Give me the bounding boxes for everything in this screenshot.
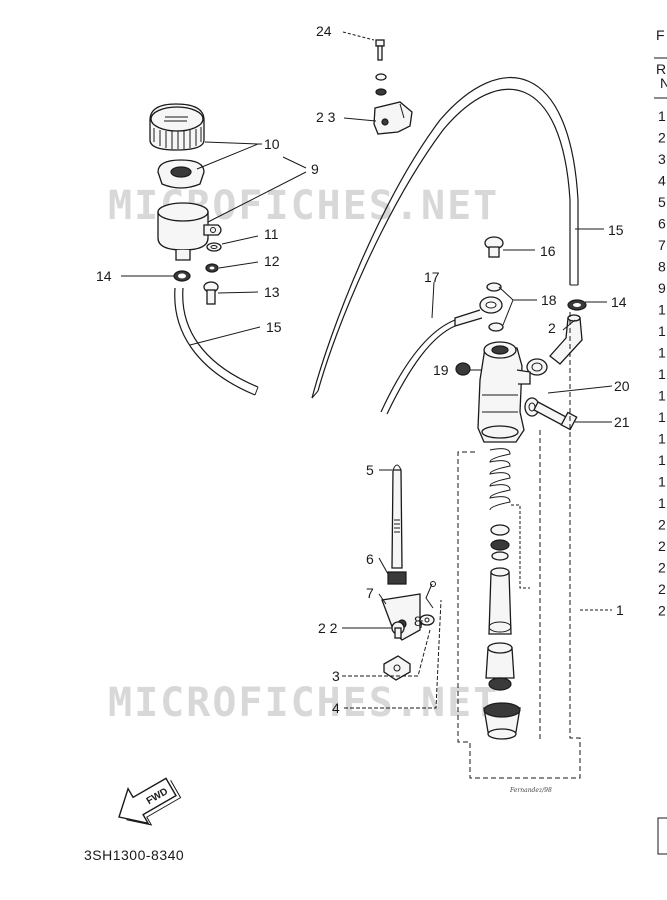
table-row-fragment: 8 [658,259,666,275]
callout-11: 11 [264,226,279,242]
table-row-fragment: 6 [658,216,666,232]
callout-13: 13 [264,284,280,300]
table-row-fragment: 1 [658,452,666,468]
pin-22 [391,621,405,639]
cotter-pin [425,581,436,609]
callout-12: 12 [264,253,280,269]
table-row-fragment: 2 [658,517,666,533]
bolt-16 [484,236,504,258]
cropped-parts-table: F R N [654,27,667,855]
fwd-arrow-icon: FWD [118,777,182,826]
gasket-18-upper [486,282,502,292]
table-row-fragment: 5 [658,194,666,210]
hose-clamp-left [173,270,191,282]
reservoir-tank [157,202,222,261]
callout-8: 8 [414,613,422,629]
callout-2: 2 [548,320,556,336]
master-cylinder-body [477,341,531,443]
callout-3: 3 [332,668,340,684]
grommet [526,358,548,376]
table-row-fragment: 7 [658,237,666,253]
callout-1: 1 [616,602,624,618]
bolt-24 [375,39,385,61]
table-row-fragment: 9 [658,280,666,296]
callout-24: 24 [316,23,332,39]
push-rod [391,464,403,569]
table-row-fragment: 4 [658,173,666,189]
table-row-fragment: 1 [658,431,666,447]
table-row-fragment: 3 [658,151,666,167]
reservoir-hose [174,287,259,396]
callout-18: 18 [541,292,557,308]
table-row-fragment: 2 [658,560,666,576]
table-row-fragment: 2 [658,581,666,597]
callout-6: 6 [366,551,374,567]
table-row-fragment: 2 [658,130,666,146]
table-row-fragment: 1 [658,302,666,318]
callout-19: 19 [433,362,449,378]
callout-23: 2 3 [316,109,336,125]
callout-22: 2 2 [318,620,338,636]
callout-20: 20 [614,378,630,394]
callout-14-right: 14 [611,294,627,310]
table-row-fragment: 1 [658,345,666,361]
reservoir-cap [149,103,205,151]
table-row-fragment: 1 [658,366,666,382]
artist-signature: Fernandez/98 [509,787,552,794]
callout-9: 9 [311,161,319,177]
piston [488,567,512,635]
long-hose [311,76,579,399]
washer-12 [205,263,219,273]
boot [485,642,515,691]
end-cap [483,702,521,740]
callout-10: 10 [264,136,280,152]
table-row-fragment: 1 [658,388,666,404]
bolt-21 [533,401,578,431]
bolt-13 [203,281,219,305]
circlip [488,621,512,633]
callout-5: 5 [366,462,374,478]
bracket-23 [373,101,413,135]
cap-19 [455,362,471,376]
seal-stack [490,524,510,561]
washer-stack [375,73,387,96]
washer-11 [206,242,222,252]
table-row-fragment: 1 [658,108,666,124]
watermark-bottom: MICROFICHES.NET [108,680,499,726]
table-header-fragment: F [656,27,665,43]
hose-clamp-right [567,299,587,311]
callout-15-right: 15 [608,222,624,238]
brake-hose-17 [380,319,456,415]
callout-7: 7 [366,585,374,601]
table-row-fragment: 2 [658,603,666,619]
callout-14-left: 14 [96,268,112,284]
callout-21: 21 [614,414,630,430]
callout-15-left: 15 [266,319,282,335]
assembly-1-outline [457,312,581,779]
table-row-fragment: 2 [658,538,666,554]
part-code: 3SH1300-8340 [84,847,184,863]
table-row-fragment: 1 [658,323,666,339]
nut-lower [383,655,411,681]
diaphragm [157,159,205,189]
washer-8 [419,614,435,626]
table-row-fragment: 1 [658,495,666,511]
table-col-fragment: R [656,61,666,77]
elbow-joint [549,314,583,365]
callout-16: 16 [540,243,556,259]
table-row-fragment: 1 [658,474,666,490]
callout-4: 4 [332,700,340,716]
gasket-18-lower [488,322,504,332]
spring [489,448,511,511]
locknut-6 [387,571,407,585]
table-row-fragment: 1 [658,409,666,425]
table-col-fragment-2: N [660,75,667,91]
banjo-fitting [454,296,503,327]
table-row-fragments: 1 2 3 4 5 6 7 8 9 1 1 1 1 1 1 1 1 1 1 2 2 2 2 2 [658,108,666,619]
callout-17: 17 [424,269,440,285]
